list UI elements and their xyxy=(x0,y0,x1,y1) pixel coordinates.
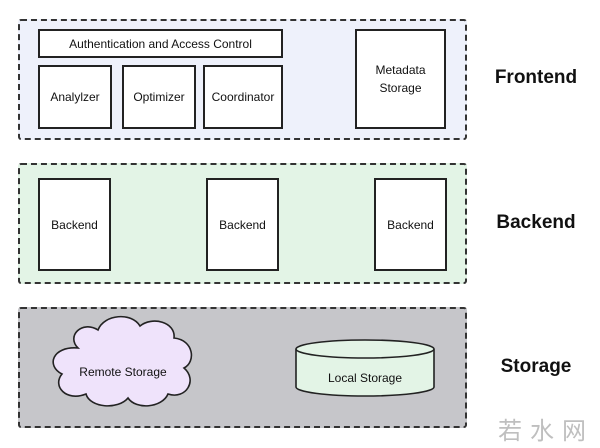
local-storage-label: Local Storage xyxy=(328,371,402,385)
metadata-storage-box: Metadata Storage xyxy=(355,29,446,129)
backend-node-2: Backend xyxy=(206,178,279,271)
analyzer-box: Analylzer xyxy=(38,65,112,129)
coordinator-label: Coordinator xyxy=(211,90,275,104)
coordinator-box: Coordinator xyxy=(203,65,283,129)
auth-access-control-label: Authentication and Access Control xyxy=(69,36,252,51)
optimizer-box: Optimizer xyxy=(122,65,196,129)
storage-layer-label: Storage xyxy=(500,356,572,377)
auth-access-control-box: Authentication and Access Control xyxy=(38,29,283,58)
frontend-layer-label: Frontend xyxy=(494,67,578,88)
backend-node-2-label: Backend xyxy=(219,217,266,232)
analyzer-label: Analylzer xyxy=(50,90,100,104)
remote-storage-label: Remote Storage xyxy=(79,365,167,379)
local-storage-cylinder: Local Storage xyxy=(295,339,435,397)
metadata-storage-label: Metadata Storage xyxy=(375,63,426,95)
backend-node-1-label: Backend xyxy=(51,217,98,232)
backend-node-1: Backend xyxy=(38,178,111,271)
remote-storage-cloud: Remote Storage xyxy=(52,315,193,407)
backend-node-3-label: Backend xyxy=(387,217,434,232)
backend-layer-label: Backend xyxy=(496,212,576,233)
watermark: 若水网 xyxy=(498,417,594,445)
optimizer-label: Optimizer xyxy=(133,90,185,104)
backend-node-3: Backend xyxy=(374,178,447,271)
